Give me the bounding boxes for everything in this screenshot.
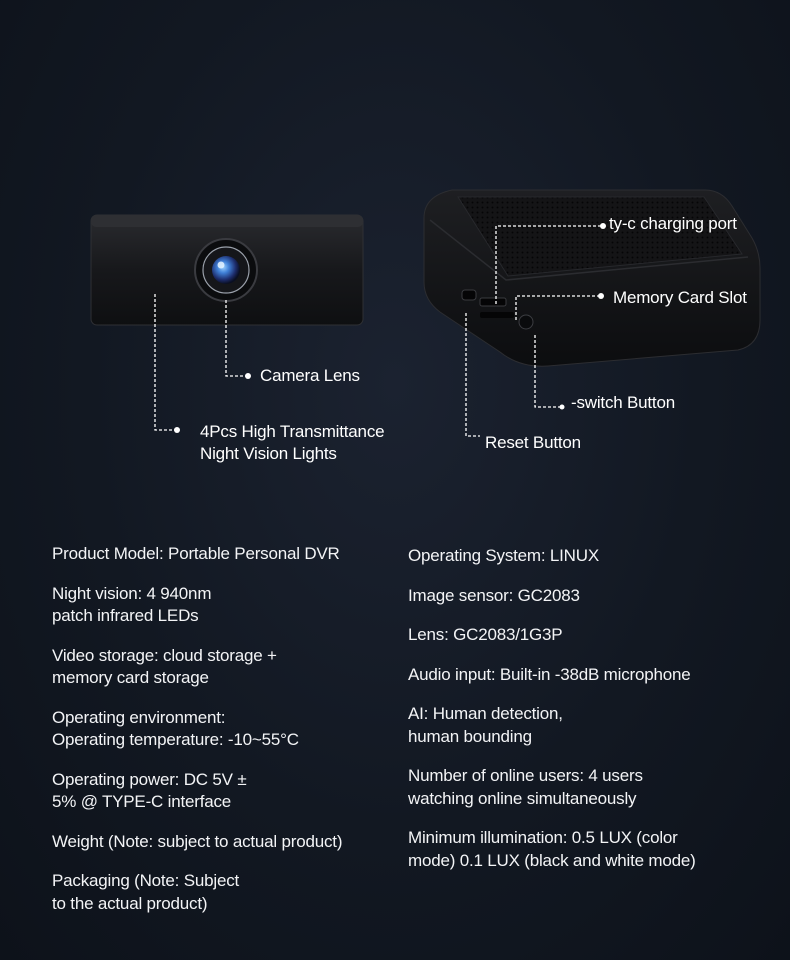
reset-button-label: Reset Button [485, 433, 581, 452]
spec-ai: AI: Human detection, human bounding [408, 704, 563, 746]
spec-weight: Weight (Note: subject to actual product) [52, 831, 343, 851]
night-vision-lights-label: 4Pcs High Transmittance Night Vision Lig… [200, 422, 385, 463]
front-camera-device [90, 214, 364, 326]
spec-lens: Lens: GC2083/1G3P [408, 625, 563, 644]
spec-product-model: Product Model: Portable Personal DVR [52, 544, 340, 563]
switch-button-label: -switch Button [571, 393, 675, 412]
spec-video-storage: Video storage: cloud storage + memory ca… [52, 645, 277, 688]
camera-lens-label: Camera Lens [260, 366, 360, 385]
charging-port-label: ty-c charging port [609, 214, 737, 233]
spec-packaging: Packaging (Note: Subject to the actual p… [52, 871, 240, 913]
spec-operating-system: Operating System: LINUX [408, 546, 599, 565]
product-diagram: Camera Lens 4Pcs High Transmittance Nigh… [90, 189, 761, 463]
spec-online-users: Number of online users: 4 users watching… [408, 766, 643, 808]
memory-card-slot-label: Memory Card Slot [613, 288, 747, 307]
ports-panel [461, 289, 534, 330]
spec-audio-input: Audio input: Built-in -38dB microphone [408, 664, 691, 684]
spec-night-vision: Night vision: 4 940nm patch infrared LED… [52, 583, 212, 626]
spec-image-sensor: Image sensor: GC2083 [408, 585, 580, 605]
spec-operating-environment: Operating environment: Operating tempera… [52, 707, 299, 750]
camera-lens-icon [194, 238, 258, 302]
specs-left-column: Product Model: Portable Personal DVR Nig… [52, 543, 412, 932]
spec-operating-power: Operating power: DC 5V ± 5% @ TYPE-C int… [52, 769, 247, 812]
spec-min-illumination: Minimum illumination: 0.5 LUX (color mod… [408, 828, 696, 870]
callout-lines [154, 225, 603, 437]
specs-right-column: Operating System: LINUX Image sensor: GC… [408, 545, 768, 889]
device-illustration [90, 189, 761, 437]
box-camera-device [423, 189, 761, 367]
callout-dots [174, 223, 606, 433]
